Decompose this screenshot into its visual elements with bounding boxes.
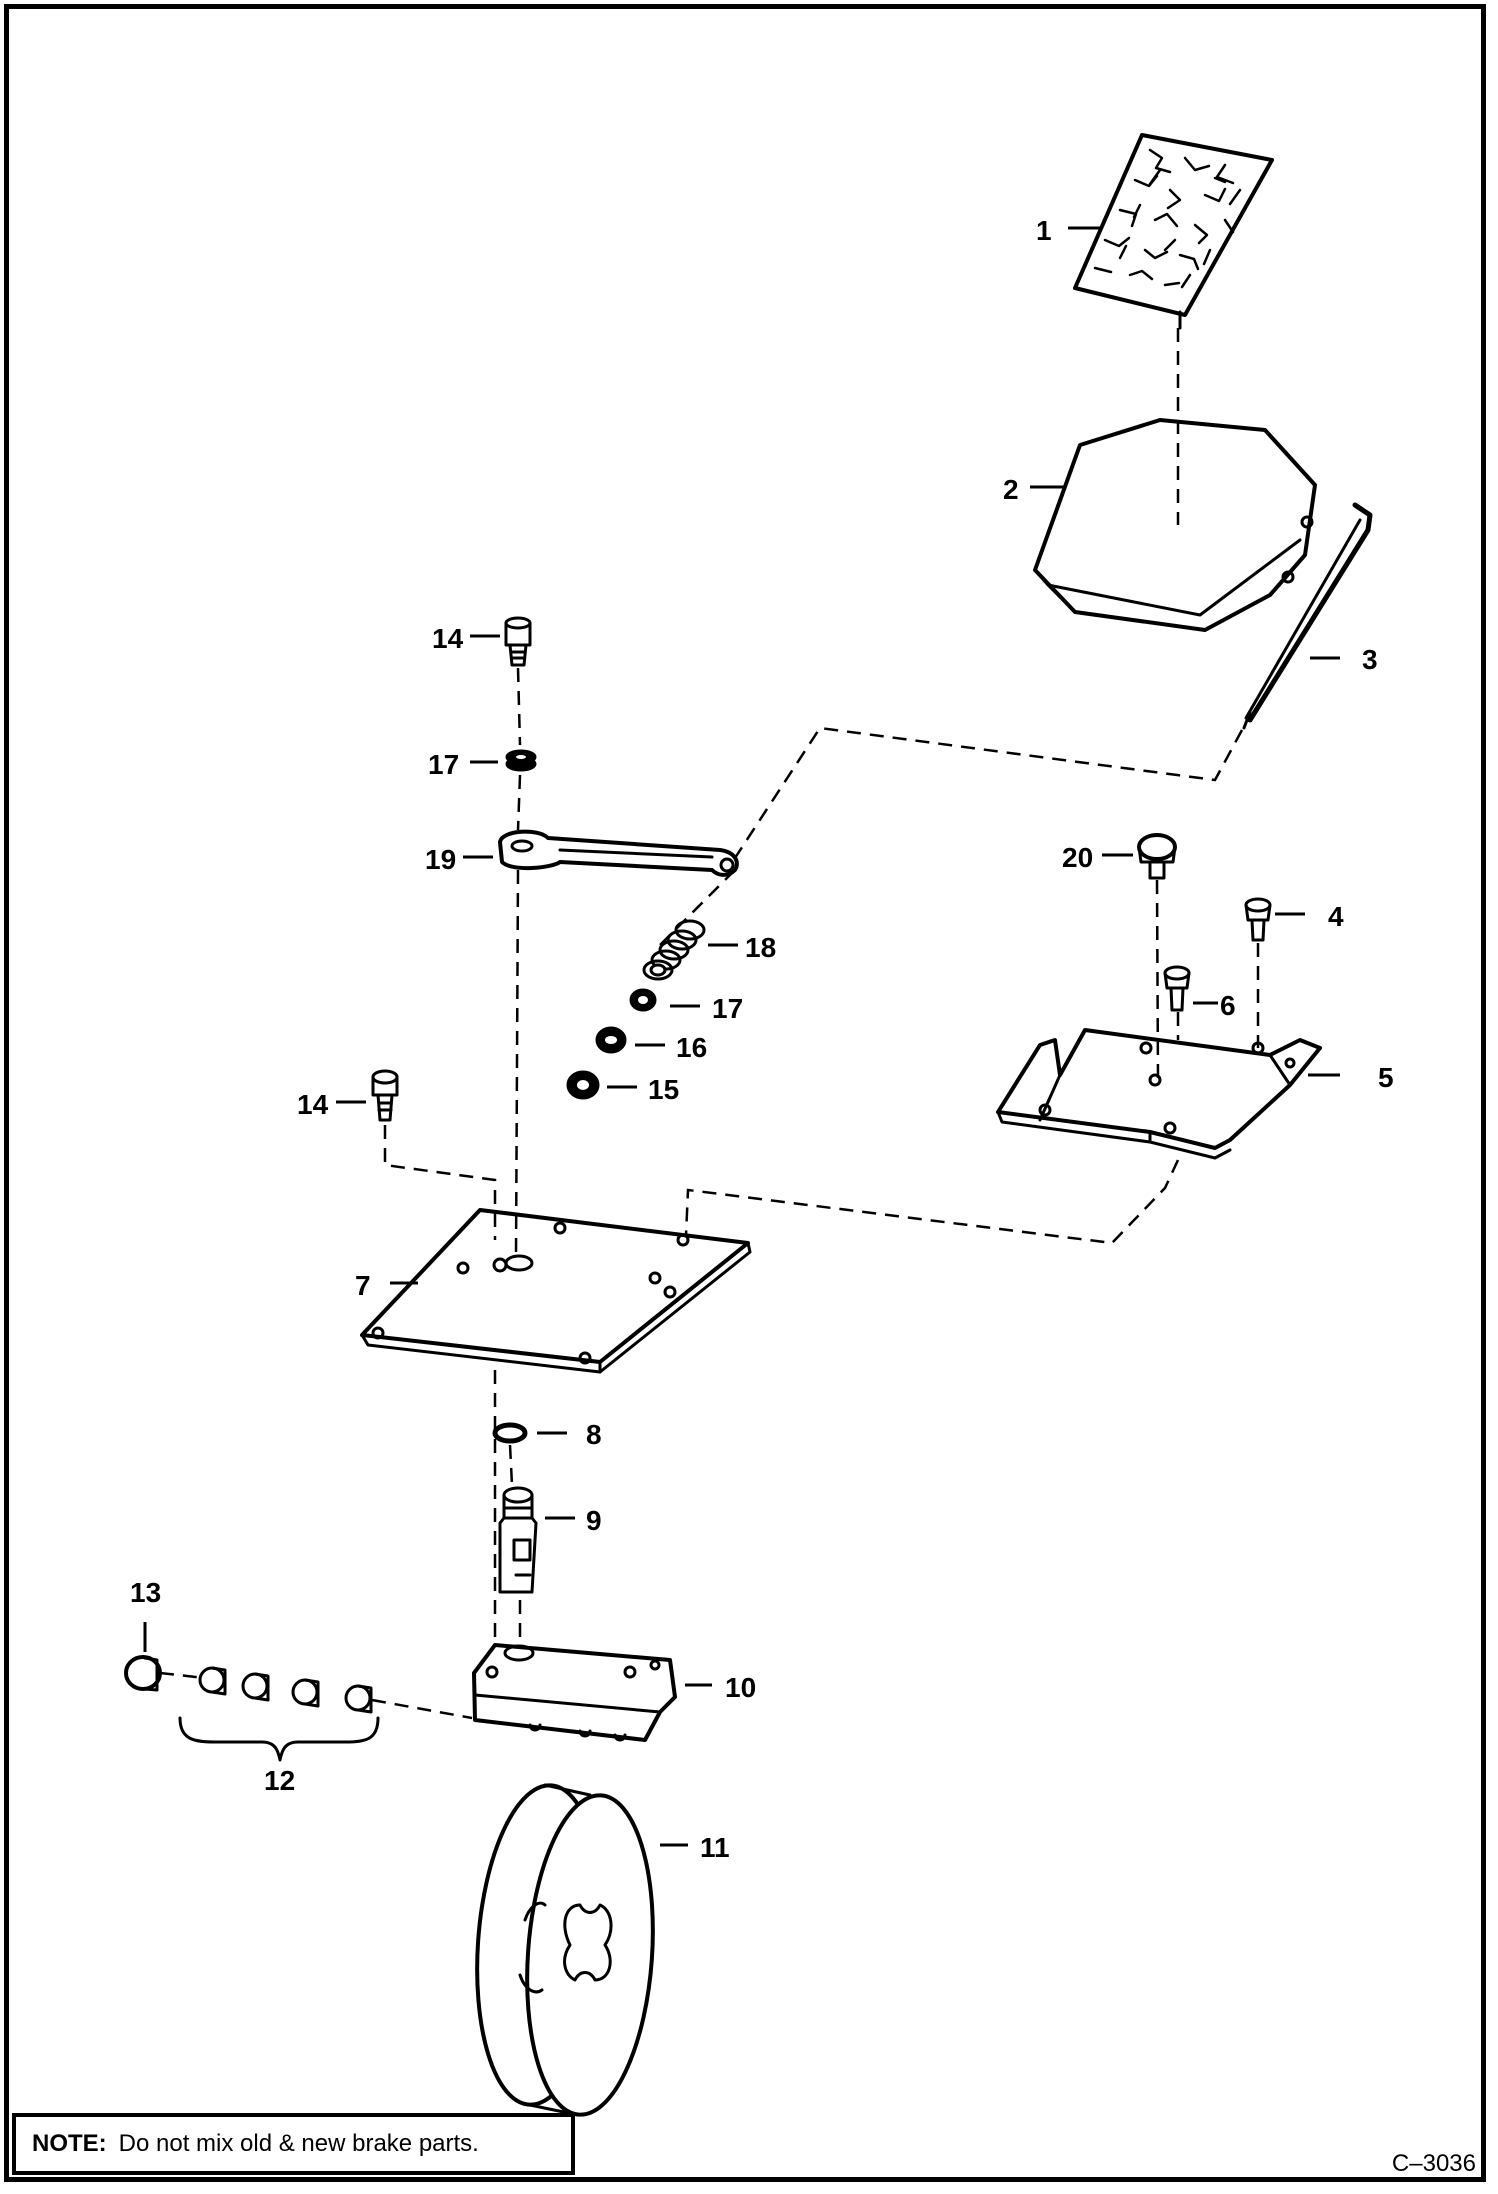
callout-7: 7 bbox=[355, 1270, 371, 1301]
callout-4: 4 bbox=[1328, 901, 1344, 932]
part-19-lever bbox=[498, 829, 739, 877]
callout-13: 13 bbox=[130, 1577, 161, 1608]
part-8-o-ring bbox=[492, 1422, 528, 1444]
part-13-roller bbox=[124, 1655, 162, 1692]
part-17-lower-washer bbox=[629, 988, 657, 1012]
assembly-lines bbox=[159, 328, 1260, 1720]
callout-15: 15 bbox=[648, 1074, 679, 1105]
callout-14-lower: 14 bbox=[297, 1089, 329, 1120]
leader-lines bbox=[143, 226, 1340, 1847]
part-9-pin bbox=[498, 1486, 538, 1594]
part-10-housing bbox=[472, 1643, 677, 1742]
callout-18: 18 bbox=[745, 932, 776, 963]
part-20-bolt bbox=[1137, 833, 1177, 880]
callout-14-upper: 14 bbox=[432, 623, 464, 654]
part-12-roller-set bbox=[178, 1666, 380, 1762]
part-3-rod bbox=[1242, 502, 1373, 730]
callout-12: 12 bbox=[264, 1765, 295, 1796]
callout-11: 11 bbox=[700, 1832, 730, 1863]
part-17-upper-washer bbox=[505, 749, 537, 772]
callout-8: 8 bbox=[586, 1419, 602, 1450]
part-18-spring bbox=[642, 919, 706, 981]
note-text: Do not mix old & new brake parts. bbox=[118, 2130, 479, 2157]
callout-17-upper: 17 bbox=[428, 749, 459, 780]
part-5-bracket bbox=[996, 1028, 1322, 1160]
figure-code: C–3036 bbox=[1391, 2150, 1476, 2177]
part-14-upper-screw bbox=[504, 616, 532, 667]
callout-1: 1 bbox=[1036, 215, 1052, 246]
part-2-pedal bbox=[1033, 418, 1317, 632]
callout-5: 5 bbox=[1378, 1062, 1394, 1093]
part-14-lower-screw bbox=[371, 1069, 399, 1122]
callout-6: 6 bbox=[1220, 990, 1236, 1021]
callout-3: 3 bbox=[1362, 644, 1378, 675]
callout-17-lower: 17 bbox=[712, 993, 743, 1024]
callout-9: 9 bbox=[586, 1505, 602, 1536]
callout-19: 19 bbox=[425, 844, 456, 875]
part-7-plate bbox=[360, 1208, 752, 1374]
part-15-nut bbox=[566, 1070, 600, 1100]
note-box: NOTE: Do not mix old & new brake parts. bbox=[12, 2113, 575, 2175]
part-1-pedal-pad bbox=[1073, 133, 1274, 330]
note-label: NOTE: bbox=[32, 2130, 107, 2157]
callout-10: 10 bbox=[725, 1672, 756, 1703]
callout-2: 2 bbox=[1003, 474, 1019, 505]
part-6-screw bbox=[1163, 965, 1191, 1012]
part-11-pulley bbox=[475, 1783, 655, 2117]
callout-20: 20 bbox=[1062, 842, 1093, 873]
callout-16: 16 bbox=[676, 1032, 707, 1063]
callout-labels: 1 2 3 4 5 6 7 8 9 10 11 12 13 14 14 15 1… bbox=[130, 215, 1394, 1863]
part-16-nut bbox=[595, 1026, 627, 1054]
part-4-screw bbox=[1244, 897, 1272, 942]
drawing-frame bbox=[4, 4, 1486, 2182]
